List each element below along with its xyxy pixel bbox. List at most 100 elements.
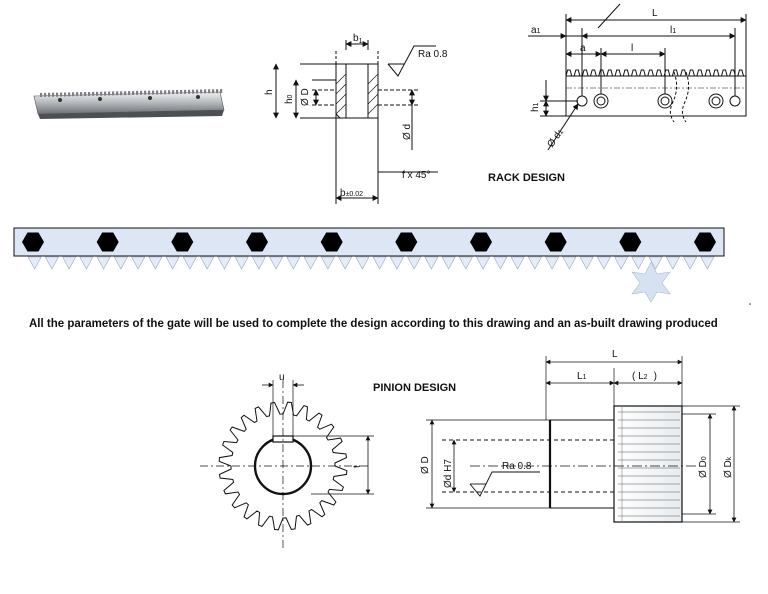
rack-tooth-13 [234, 256, 249, 270]
photo-tooth-14 [92, 91, 95, 96]
rack-tooth-32 [562, 256, 577, 270]
l-label: l [631, 43, 633, 54]
photo-tooth-16 [100, 91, 103, 96]
rack-tooth-34 [596, 256, 611, 270]
rack-tooth-37 [648, 256, 663, 270]
rack-tooth-8 [148, 256, 163, 270]
rack-tooth-23 [407, 256, 422, 270]
L2-close: ) [654, 371, 657, 382]
svg-text:Ø D0: Ø D0 [698, 456, 709, 478]
photo-tooth-1 [40, 93, 43, 97]
photo-tooth-18 [108, 91, 111, 96]
rack-tooth-30 [527, 256, 542, 270]
rack-tooth-15 [269, 256, 284, 270]
photo-tooth-43 [208, 89, 211, 94]
rack-design-label: RACK DESIGN [488, 172, 565, 184]
rack-tooth-14 [251, 256, 266, 270]
svg-text:l1: l1 [670, 25, 676, 36]
photo-tooth-46 [220, 89, 223, 94]
rack-bar [13, 227, 751, 305]
l1-label: l [670, 25, 672, 36]
photo-tooth-15 [96, 91, 99, 96]
photo-tooth-17 [104, 91, 107, 96]
rack-tooth-11 [200, 256, 215, 270]
photo-tooth-41 [200, 89, 203, 94]
svg-text:b1: b1 [353, 33, 363, 45]
photo-tooth-31 [160, 90, 163, 95]
b-label: b [340, 188, 346, 199]
photo-tooth-33 [168, 90, 171, 95]
rack-tooth-6 [113, 256, 128, 270]
hexagon-bolt-3 [171, 232, 194, 252]
Dk-sub: k [726, 456, 733, 460]
photo-tooth-5 [56, 92, 59, 97]
photo-tooth-19 [112, 91, 115, 96]
rack-bar-body [13, 227, 725, 257]
svg-text:h0: h0 [284, 94, 295, 104]
photo-tooth-3 [48, 92, 51, 97]
h-label: h [264, 89, 275, 95]
D-label-pinion: Ø D [420, 456, 431, 474]
rack-section-labels: b1 Ra 0.8 h h0 Ø D Ø d f x 45° b±0.02 [264, 33, 448, 199]
rack-tooth-28 [493, 256, 508, 270]
Dk-label: Ø D [723, 460, 734, 478]
rack-tooth-17 [303, 256, 318, 270]
L-label-rack: L [652, 8, 658, 19]
L1-sub: 1 [583, 374, 587, 381]
pinion-design-label: PINION DESIGN [373, 382, 456, 394]
pinion-front-labels: u t PINION DESIGN [279, 372, 456, 468]
a-label: a [580, 43, 586, 54]
photo-tooth-44 [212, 89, 215, 94]
rack-tooth-25 [441, 256, 456, 270]
rack-tooth-5 [96, 256, 111, 270]
photo-tooth-38 [188, 89, 191, 94]
b1-sub: 1 [359, 38, 363, 45]
dH7-label: Ød H7 [443, 459, 454, 488]
h1-sub: 1 [533, 102, 540, 106]
svg-text:a1: a1 [531, 25, 541, 36]
u-label: u [279, 372, 285, 383]
rack-photo [33, 89, 225, 119]
rack-tooth-1 [27, 256, 42, 270]
rack-tooth-9 [165, 256, 180, 270]
photo-tooth-27 [144, 90, 147, 95]
pinion-gear-outline [218, 401, 348, 531]
svg-text:h1: h1 [530, 102, 541, 112]
rack-tooth-18 [320, 256, 335, 270]
svg-text:L1: L1 [577, 371, 587, 382]
photo-tooth-22 [124, 91, 127, 96]
svg-text:( L2): ( L2) [632, 371, 657, 382]
L1-label: L [577, 371, 583, 382]
a1-label: a [531, 25, 537, 36]
photo-tooth-35 [176, 90, 179, 94]
rack-tooth-36 [631, 256, 646, 270]
rack-tooth-19 [338, 256, 353, 270]
hexagon-bolt-2 [96, 232, 119, 252]
D0-label: Ø D [698, 460, 709, 478]
hexagon-bolt-7 [470, 232, 492, 252]
photo-tooth-26 [140, 90, 143, 95]
photo-tooth-29 [152, 90, 155, 95]
rack-tooth-2 [44, 256, 59, 270]
rack-tooth-33 [579, 256, 594, 270]
pinion-side-teeth [618, 406, 680, 522]
photo-tooth-4 [52, 92, 55, 97]
chamfer-label: f x 45° [402, 170, 430, 181]
rack-tooth-20 [355, 256, 370, 270]
l1-sub: 1 [672, 28, 676, 35]
photo-tooth-36 [180, 90, 183, 94]
photo-tooth-8 [68, 92, 71, 97]
hexagon-bolt-1 [22, 232, 44, 252]
rack-tooth-31 [545, 256, 560, 270]
hexagon-bolt-5 [320, 232, 343, 252]
photo-tooth-23 [128, 91, 131, 96]
rack-tooth-26 [458, 256, 473, 270]
photo-tooth-20 [116, 91, 119, 96]
rack-side-teeth [565, 69, 746, 77]
photo-tooth-25 [136, 90, 139, 95]
rack-tooth-24 [424, 256, 439, 270]
h1-label: h [530, 106, 541, 112]
rack-tooth-3 [62, 256, 77, 270]
photo-tooth-32 [164, 90, 167, 95]
